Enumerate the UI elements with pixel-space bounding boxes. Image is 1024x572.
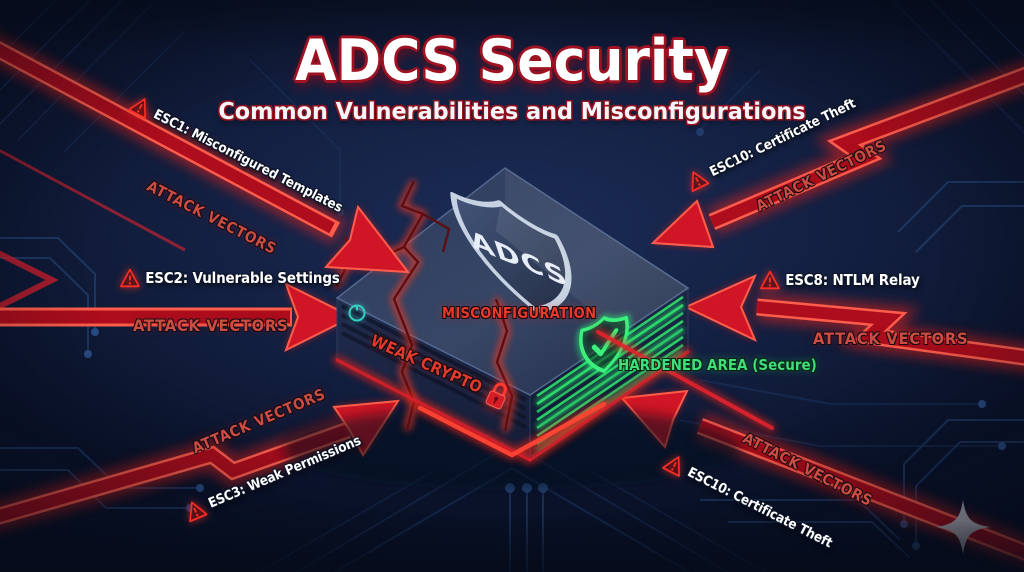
esc8-text: ESC8: NTLM Relay xyxy=(785,271,920,289)
hardened-area-caption: HARDENED AREA (Secure) xyxy=(618,356,817,374)
page-title: ADCS Security xyxy=(295,28,729,94)
warning-icon xyxy=(120,268,140,288)
warning-icon xyxy=(760,270,780,290)
attack-vectors-middle-right: ATTACK VECTORS xyxy=(813,329,969,348)
attack-vectors-middle-left: ATTACK VECTORS xyxy=(133,316,289,335)
esc2-text: ESC2: Vulnerable Settings xyxy=(145,269,340,287)
misconfiguration-caption: MISCONFIGURATION xyxy=(442,304,597,322)
esc8-label: ESC8: NTLM Relay xyxy=(760,270,920,290)
esc2-label: ESC2: Vulnerable Settings xyxy=(120,268,340,288)
